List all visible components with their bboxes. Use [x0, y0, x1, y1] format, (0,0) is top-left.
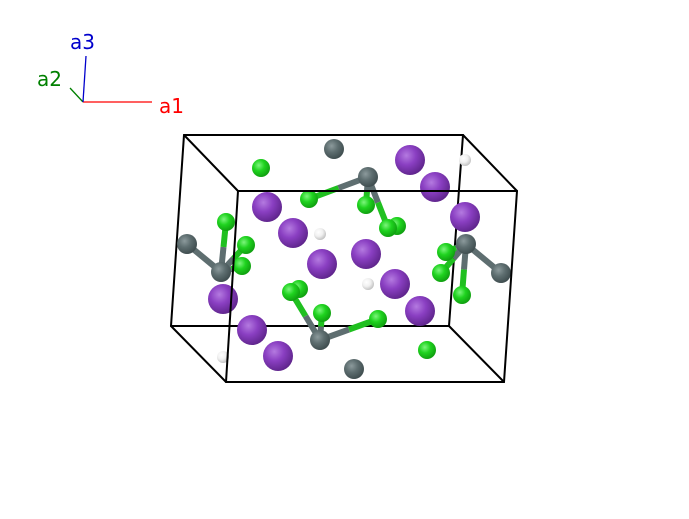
cell-edge	[503, 190, 518, 383]
atom-white[interactable]	[459, 154, 471, 166]
axis-label-a2: a2	[37, 67, 62, 91]
axis-a2-line	[69, 87, 84, 103]
cell-edge	[448, 134, 464, 327]
atom-purple[interactable]	[208, 284, 238, 314]
atom-purple[interactable]	[380, 269, 410, 299]
axis-label-a3: a3	[70, 30, 95, 54]
atom-green[interactable]	[418, 341, 436, 359]
atom-green[interactable]	[432, 264, 450, 282]
cell-edge	[225, 190, 239, 383]
axis-a3-line	[82, 55, 87, 103]
atom-purple[interactable]	[237, 315, 267, 345]
atom-purple[interactable]	[405, 296, 435, 326]
atom-green[interactable]	[453, 286, 471, 304]
atom-purple[interactable]	[395, 145, 425, 175]
atom-green[interactable]	[252, 159, 270, 177]
atom-gray[interactable]	[358, 167, 378, 187]
atom-purple[interactable]	[278, 218, 308, 248]
atoms-layer	[177, 139, 511, 379]
atom-gray[interactable]	[324, 139, 344, 159]
atom-purple[interactable]	[351, 239, 381, 269]
atom-green[interactable]	[233, 257, 251, 275]
atom-gray[interactable]	[456, 234, 476, 254]
atom-green[interactable]	[237, 236, 255, 254]
atom-gray[interactable]	[344, 359, 364, 379]
unit-cell-front-edges	[225, 190, 518, 383]
atom-green[interactable]	[282, 283, 300, 301]
axis-triad	[69, 55, 152, 103]
atom-white[interactable]	[314, 228, 326, 240]
atom-gray[interactable]	[177, 234, 197, 254]
atom-purple[interactable]	[420, 172, 450, 202]
atom-green[interactable]	[369, 310, 387, 328]
atom-green[interactable]	[437, 243, 455, 261]
atom-green[interactable]	[313, 304, 331, 322]
cell-edge	[170, 325, 227, 383]
cell-edge	[183, 134, 239, 192]
atom-green[interactable]	[357, 196, 375, 214]
atom-gray[interactable]	[211, 262, 231, 282]
atom-purple[interactable]	[263, 341, 293, 371]
cell-edge	[170, 134, 185, 327]
atom-purple[interactable]	[307, 249, 337, 279]
atom-white[interactable]	[217, 351, 229, 363]
atom-gray[interactable]	[310, 330, 330, 350]
atom-white[interactable]	[362, 278, 374, 290]
atom-purple[interactable]	[252, 192, 282, 222]
unit-cell-back-edges	[170, 134, 518, 383]
atom-gray[interactable]	[491, 263, 511, 283]
atom-purple[interactable]	[450, 202, 480, 232]
atom-green[interactable]	[379, 219, 397, 237]
atom-green[interactable]	[300, 190, 318, 208]
atom-green[interactable]	[217, 213, 235, 231]
cell-edge	[462, 134, 518, 192]
cell-edge	[448, 325, 505, 383]
axis-label-a1: a1	[159, 94, 184, 118]
